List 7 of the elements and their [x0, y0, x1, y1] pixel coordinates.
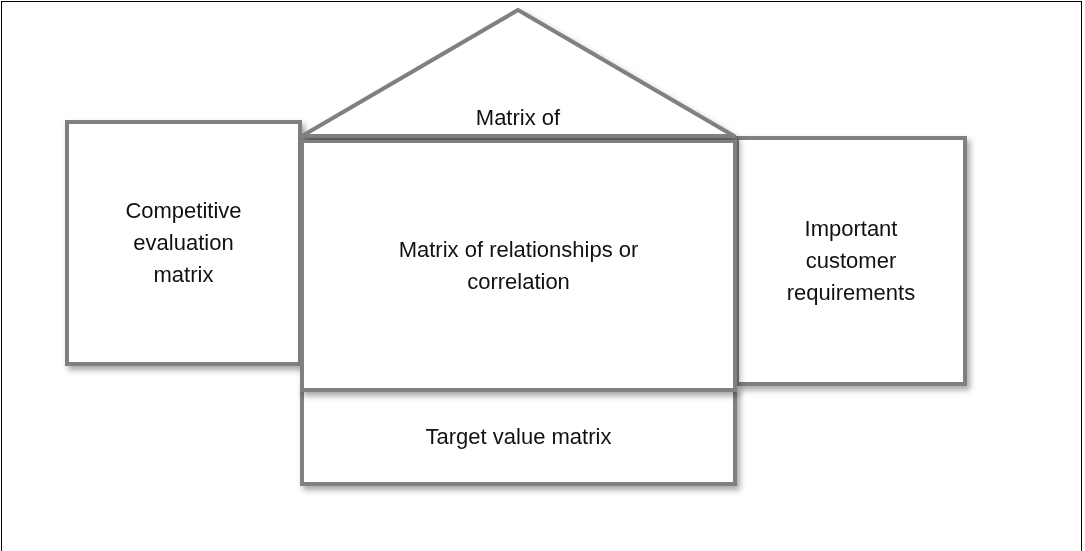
box-label: Matrix of relationships or correlation	[397, 235, 640, 296]
matrix-box	[65, 120, 302, 366]
box-label: Matrix of	[474, 104, 562, 132]
box-label: Target value matrix	[425, 423, 612, 452]
box-label: Important customer requirements	[785, 215, 917, 307]
matrix-box	[735, 136, 967, 386]
box-label: Competitive evaluation matrix	[124, 197, 243, 289]
